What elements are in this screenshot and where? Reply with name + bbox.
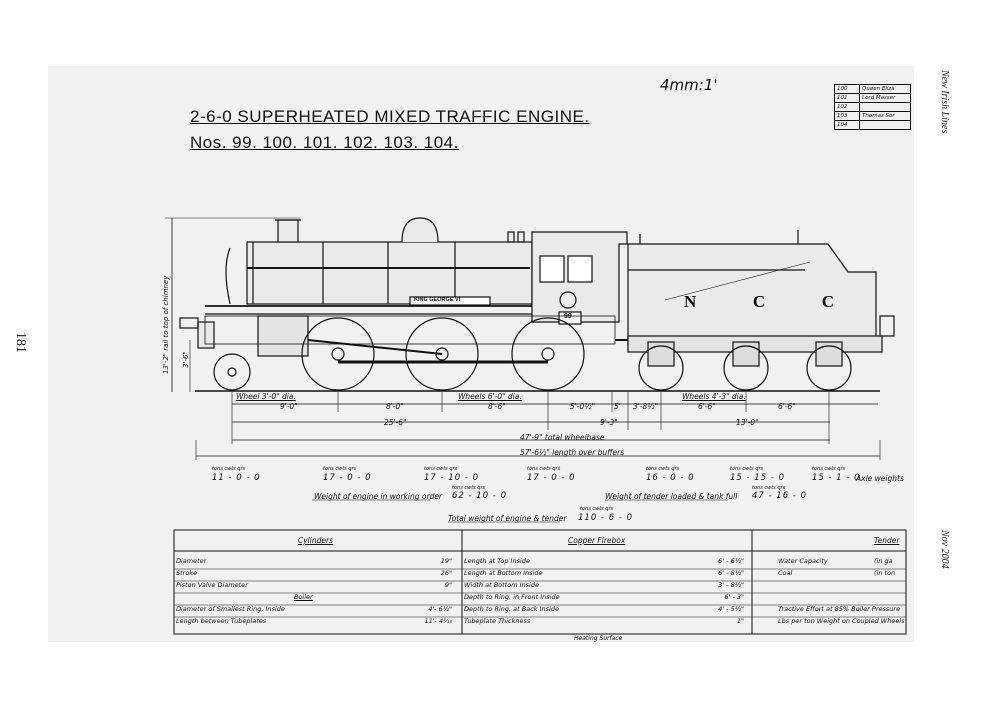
spec-value: 11'- 4³⁄₁₆ (424, 617, 452, 625)
axle-weight-units: tons cwts qrs (323, 466, 357, 472)
axle-weight-units: tons cwts qrs (646, 466, 680, 472)
weight-units: tons cwts qrs (580, 506, 614, 512)
mid-wheelbase-label: 9'-3" (600, 418, 618, 427)
dimension-label: 5'-0½" (570, 402, 596, 411)
engine-number-plate: 99 (564, 313, 572, 320)
axle-weight: 15 - 1 - 0 (812, 473, 861, 483)
spec-value: 19" (440, 557, 452, 565)
length-over-buffers-label: 57'-6½" length over buffers (520, 448, 625, 457)
nameplate-text: KING GEORGE VI (414, 297, 461, 303)
tender-wheelbase-label: 13'-0" (736, 418, 759, 427)
spec-value: 26" (440, 569, 452, 577)
spec-value: 6' - 6½" (718, 557, 744, 565)
height-label-chimney: 13'-2" rail to top of chimney (162, 275, 170, 374)
total-wheelbase-label: 47'-9" total wheelbase (520, 433, 605, 442)
dimension-label: 6'-6" (778, 402, 796, 411)
axle-weight: 11 - 0 - 0 (212, 473, 261, 483)
spec-label: Length at Top Inside (464, 557, 530, 565)
spec-label: Tubeplate Thickness (464, 617, 531, 625)
spec-value: 3' - 8½" (718, 581, 744, 589)
total-weight-label: Total weight of engine & tender (448, 514, 567, 523)
engine-numbers: Nos. 99. 100. 101. 102. 103. 104. (190, 133, 459, 152)
engine-wheelbase-label: 25'-6" (384, 418, 407, 427)
tender-wheel-label: Wheels 4'-3" dia. (682, 392, 746, 401)
tender-weight-value: 47 - 16 - 0 (752, 491, 807, 501)
spec-value: 4' - 5½" (718, 605, 744, 613)
table-header-tender: Tender (874, 536, 900, 545)
axle-weight: 17 - 0 - 0 (527, 473, 576, 483)
tender-weight-label: Weight of tender loaded & tank full (605, 492, 738, 501)
tender-letter: C (821, 292, 834, 311)
dimension-label: 5' (614, 402, 621, 411)
weight-units: tons cwts qrs (452, 485, 486, 491)
tender-lettering: N C C (684, 292, 834, 312)
dimension-label: 3'-8½" (633, 402, 659, 411)
spec-label: Piston Valve Diameter (176, 581, 248, 589)
scale-note: 4mm:1' (660, 76, 718, 94)
height-label-buffer: 3'-6" (182, 351, 190, 368)
spec-value: (in ga (874, 557, 893, 565)
spec-label: Depth to Ring, at Back Inside (464, 605, 559, 613)
spec-value: 6' - 8½" (718, 569, 744, 577)
axle-weight-units: tons cwts qrs (212, 466, 246, 472)
spec-label: Water Capacity (778, 557, 828, 565)
spec-label: Diameter of Smallest Ring, Inside (176, 605, 285, 613)
boiler (246, 241, 533, 305)
spec-value: 1" (736, 617, 744, 625)
spec-label: Length at Bottom Inside (464, 569, 543, 577)
spec-value: 4'- 6½" (428, 605, 452, 613)
axle-weight-units: tons cwts qrs (424, 466, 458, 472)
spec-value: (in ton (874, 569, 896, 577)
spec-label: Length between Tubeplates (176, 617, 267, 625)
axle-weight-units: tons cwts qrs (812, 466, 846, 472)
dimension-label: 8'-0" (386, 402, 404, 411)
revision-row: 104 (834, 120, 911, 130)
axle-weight-units: tons cwts qrs (527, 466, 561, 472)
dimension-label: 8'-6" (488, 402, 506, 411)
table-footer-note: Heating Surface (574, 635, 623, 642)
spec-value: 6' - 3" (724, 593, 744, 601)
engine-weight-label: Weight of engine in working order (314, 492, 443, 501)
scanned-drawing-area (48, 66, 914, 642)
spec-label: Stroke (176, 569, 198, 577)
axle-weight: 17 - 10 - 0 (424, 473, 479, 483)
revision-name (859, 120, 911, 130)
drawing-title: 2-6-0 SUPERHEATED MIXED TRAFFIC ENGINE. (190, 107, 590, 126)
spec-label: Width at Bottom Inside (464, 581, 539, 589)
tender-letter: C (752, 292, 766, 311)
spec-label: Depth to Ring, in Front Inside (464, 593, 560, 601)
dimension-label: 9'-0" (280, 402, 298, 411)
weight-units: tons cwts qrs (752, 485, 786, 491)
axle-weight: 15 - 15 - 0 (730, 473, 785, 483)
total-weight-value: 110 - 6 - 0 (578, 513, 633, 523)
axle-weights-label: Axle weights (856, 474, 904, 483)
engine-weight-value: 62 - 10 - 0 (452, 491, 507, 501)
table-header-firebox: Copper Firebox (568, 536, 626, 545)
tender-letter: N (684, 292, 697, 311)
spec-label: Lbs per ton Weight on Coupled Wheels (778, 617, 905, 625)
axle-weight: 17 - 0 - 0 (323, 473, 372, 483)
spec-label: Coal (778, 569, 793, 577)
spec-label: Boiler (294, 593, 313, 601)
leading-wheel-label: Wheel 3'-0" dia. (236, 392, 296, 401)
spec-value: 9" (444, 581, 452, 589)
axle-weight-units: tons cwts qrs (730, 466, 764, 472)
dimension-label: 6'-6" (698, 402, 716, 411)
axle-weight: 16 - 0 - 0 (646, 473, 695, 483)
spec-label: Tractive Effort at 85% Boiler Pressure (778, 605, 901, 613)
coupled-wheel-label: Wheels 6'-0" dia. (458, 392, 522, 401)
table-header-cylinders: Cylinders (298, 536, 333, 545)
spec-label: Diameter (176, 557, 207, 565)
